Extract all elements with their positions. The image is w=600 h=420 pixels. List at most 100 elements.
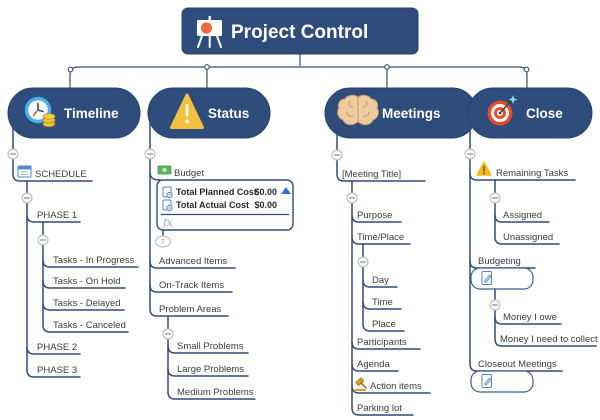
junction-dot — [523, 66, 530, 73]
topic-unassigned[interactable]: Unassigned — [503, 232, 553, 243]
topic-phase2[interactable]: PHASE 2 — [37, 342, 77, 353]
warning-small-icon — [476, 161, 492, 176]
topic-task-delayed[interactable]: Tasks - Delayed — [53, 298, 121, 309]
status-label: Status — [208, 106, 249, 121]
topic-action-items[interactable]: Action items — [370, 381, 422, 392]
target-icon — [487, 95, 518, 126]
topic-advanced-items[interactable]: Advanced Items — [159, 256, 227, 267]
topic-meeting-title[interactable]: [Meeting Title] — [342, 169, 401, 180]
root-title: Project Control — [231, 22, 368, 43]
calc-doc-icon — [162, 186, 173, 199]
branch-close: Close Remaining Tasks Assigned Unassigne… — [467, 87, 598, 393]
money-owe-shelf — [494, 316, 562, 325]
branch-meetings: Meetings [Meeting Title] Purpose Time/Pl… — [324, 87, 478, 416]
task3-shelf — [42, 302, 125, 311]
topic-agenda[interactable]: Agenda — [357, 359, 390, 370]
remaining-shelf — [469, 172, 576, 181]
agenda-shelf — [351, 363, 399, 372]
collapse-control[interactable] — [37, 234, 49, 246]
time-shelf — [362, 301, 402, 310]
topic-phase3[interactable]: PHASE 3 — [37, 365, 77, 376]
collapse-control[interactable] — [489, 299, 501, 311]
ontrack-shelf — [149, 284, 233, 293]
close-pill[interactable] — [467, 87, 593, 139]
topic-small-problems[interactable]: Small Problems — [177, 341, 244, 352]
remaining-children-trunk — [494, 179, 560, 245]
topic-task-onhold[interactable]: Tasks - On Hold — [53, 276, 121, 287]
phase1-shelf — [26, 214, 81, 223]
budget-shelf — [149, 172, 161, 181]
root-topic[interactable]: Project Control — [181, 7, 419, 55]
topic-large-problems[interactable]: Large Problems — [177, 364, 244, 375]
collapse-control[interactable] — [331, 149, 343, 161]
topic-schedule[interactable]: SCHEDULE — [35, 169, 87, 180]
topic-time[interactable]: Time — [372, 297, 393, 308]
formula-row[interactable]: fx — [162, 217, 173, 229]
topic-day[interactable]: Day — [372, 275, 389, 286]
topic-budgeting[interactable]: Budgeting — [478, 256, 521, 267]
topic-money-collect[interactable]: Money I need to collect — [500, 334, 598, 345]
topic-parking-lot[interactable]: Parking lot — [357, 403, 402, 414]
topic-ontrack-items[interactable]: On-Track Items — [159, 280, 224, 291]
meetings-trunk — [336, 133, 426, 182]
topic-time-place[interactable]: Time/Place — [357, 232, 404, 243]
task1-shelf — [42, 259, 139, 268]
timeplace-children-trunk — [362, 243, 405, 332]
collapse-control[interactable] — [357, 256, 369, 268]
closeout-attachment[interactable] — [470, 370, 534, 393]
small-problems-shelf — [167, 345, 249, 354]
timeline-label: Timeline — [64, 106, 119, 121]
action-items-shelf — [351, 385, 431, 394]
collapse-control[interactable] — [144, 148, 156, 160]
timeline-trunk — [12, 127, 93, 182]
topic-assigned[interactable]: Assigned — [503, 210, 542, 221]
collapse-control[interactable] — [21, 192, 33, 204]
connector-rail — [69, 66, 528, 88]
junction-dot — [384, 64, 390, 70]
collapse-control[interactable] — [346, 192, 358, 204]
topic-participants[interactable]: Participants — [357, 337, 407, 348]
budgeting-attachment[interactable] — [470, 267, 534, 290]
topic-remaining-tasks[interactable]: Remaining Tasks — [496, 168, 568, 179]
budget-table-box — [156, 179, 294, 231]
topic-closeout-meetings[interactable]: Closeout Meetings — [478, 359, 557, 370]
problems-trunk — [167, 315, 256, 400]
root-connectors — [67, 54, 530, 88]
day-shelf — [362, 279, 398, 288]
topic-place[interactable]: Place — [372, 319, 396, 330]
presentation-easel-icon — [197, 16, 222, 48]
topic-phase1[interactable]: PHASE 1 — [37, 210, 77, 221]
tasks-trunk — [42, 221, 129, 333]
sort-up-triangle-icon[interactable] — [281, 187, 291, 194]
collapse-control[interactable] — [162, 328, 174, 340]
collapsed-branch-indicator[interactable]: 7 — [155, 235, 171, 248]
phase2-shelf — [26, 346, 81, 355]
topic-budget[interactable]: Budget — [174, 168, 204, 179]
topic-purpose[interactable]: Purpose — [357, 210, 392, 221]
task2-shelf — [42, 280, 126, 289]
doc-pencil-icon — [481, 271, 492, 285]
advanced-shelf — [149, 260, 236, 269]
banknote-icon — [157, 165, 172, 175]
topic-problem-areas[interactable]: Problem Areas — [159, 304, 222, 315]
table-row1-value: $0.00 — [254, 187, 277, 197]
topic-medium-problems[interactable]: Medium Problems — [177, 387, 254, 398]
budget-table[interactable]: Total Planned Cost $0.00 Total Actual Co… — [156, 179, 294, 231]
branch-status: Status Budget Total Planned Cost $0.00 — [147, 87, 294, 400]
status-trunk — [149, 122, 229, 317]
topic-task-inprogress[interactable]: Tasks - In Progress — [53, 255, 135, 266]
brain-icon — [337, 94, 379, 126]
collapsed-count: 7 — [161, 239, 165, 246]
topic-money-owe[interactable]: Money I owe — [503, 312, 557, 323]
root-topic-box[interactable] — [181, 7, 419, 55]
table-row1-label: Total Planned Cost — [176, 187, 257, 197]
collapse-controls — [7, 148, 501, 340]
calendar-icon — [17, 165, 32, 178]
collapse-control[interactable] — [464, 148, 476, 160]
collapse-control[interactable] — [489, 192, 501, 204]
table-row2-label: Total Actual Cost — [176, 200, 249, 210]
calc-doc-icon — [162, 199, 173, 212]
collapse-control[interactable] — [7, 148, 19, 160]
topic-task-canceled[interactable]: Tasks - Canceled — [53, 320, 126, 331]
